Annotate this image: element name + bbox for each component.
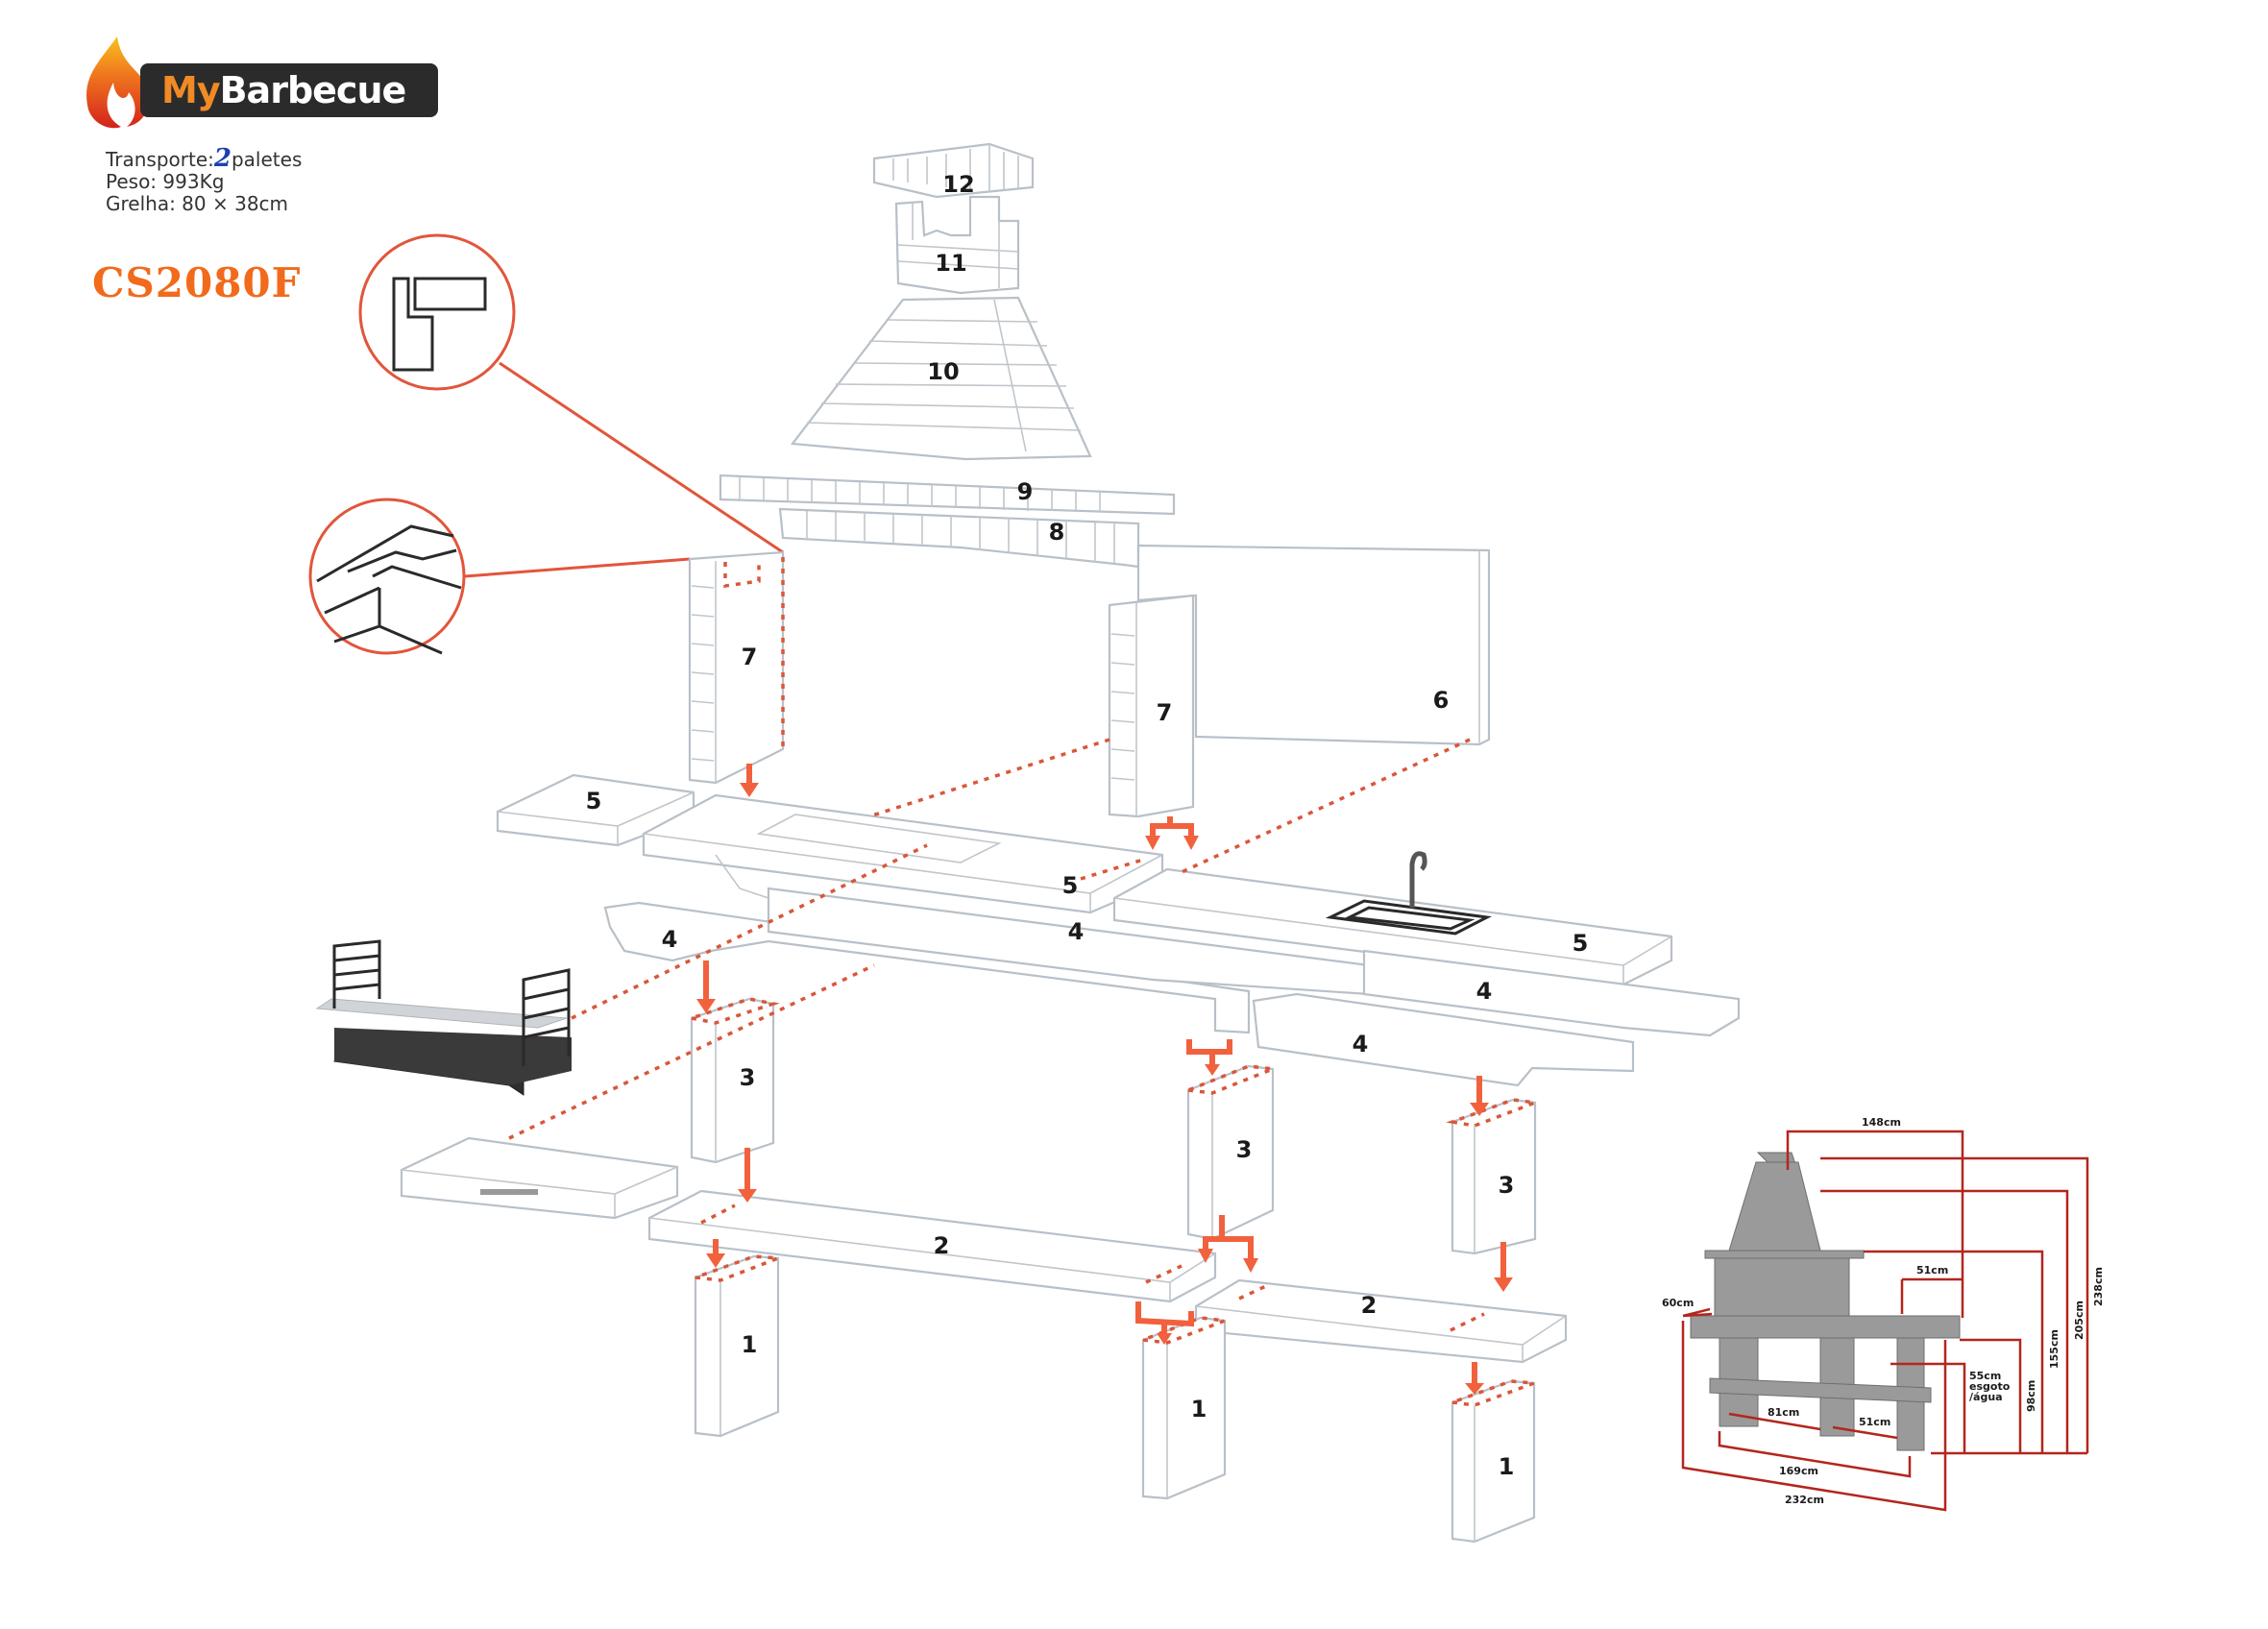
dimension-diagram: 148cm 51cm 60cm 81cm 51cm 169cm 232cm 55… xyxy=(1662,1116,2105,1512)
part-3-column-left: 3 xyxy=(685,997,780,1164)
transport-value: 2 xyxy=(213,144,232,173)
part-4-beam-center: 4 xyxy=(767,887,1371,996)
transport-spec: Transporte:2paletes xyxy=(106,146,303,171)
dim-hood-base-height: 155cm xyxy=(2048,1329,2061,1369)
label-1-center: 1 xyxy=(1191,1396,1207,1422)
label-5-left: 5 xyxy=(586,788,602,814)
dim-inner-left: 81cm xyxy=(1768,1406,1799,1419)
dim-hood-height: 205cm xyxy=(2073,1301,2085,1340)
dim-inner-right: 51cm xyxy=(1859,1416,1890,1428)
dim-top-width: 148cm xyxy=(1862,1116,1901,1129)
label-2-right: 2 xyxy=(1361,1292,1378,1319)
part-4-beam-lower: 4 xyxy=(1252,992,1635,1087)
weight-spec: Peso: 993Kg xyxy=(106,170,225,193)
label-3-left: 3 xyxy=(740,1064,756,1091)
part-9-lintel-top: 9 xyxy=(719,474,1176,516)
dim-drain-label-1: esgoto xyxy=(1969,1380,2011,1393)
dim-drain-height: 55cm xyxy=(1969,1370,2001,1382)
part-10-hood: 10 xyxy=(790,296,1092,461)
part-3-column-center: 3 xyxy=(1186,1064,1275,1241)
part-1-leg-left: 1 xyxy=(694,1254,780,1438)
ash-tray-accessory xyxy=(400,1136,679,1220)
part-7-right-column: 7 xyxy=(1108,594,1195,818)
label-1-left: 1 xyxy=(742,1331,758,1358)
part-7-left-column: 7 xyxy=(688,550,785,785)
label-11: 11 xyxy=(935,250,966,277)
part-6-back-wall: 6 xyxy=(1136,544,1491,746)
label-3-center: 3 xyxy=(1236,1136,1253,1163)
specs-block: Transporte:2paletes Peso: 993Kg Grelha: … xyxy=(106,146,303,215)
part-8-arch-lintel: 8 xyxy=(778,507,1140,569)
part-3-column-right: 3 xyxy=(1446,1098,1537,1255)
part-2-shelf-left: 2 xyxy=(647,1189,1217,1303)
label-7-right: 7 xyxy=(1157,699,1173,726)
logo-barbecue: Barbecue xyxy=(219,69,407,111)
callout-l-joint xyxy=(358,233,784,554)
part-2-shelf-right: 2 xyxy=(1194,1278,1568,1364)
sink-icon xyxy=(1325,851,1492,936)
logo-my: My xyxy=(161,69,221,111)
dim-depth: 60cm xyxy=(1662,1297,1694,1309)
dim-drain-label-2: /água xyxy=(1969,1391,2003,1403)
label-4-center: 4 xyxy=(1068,918,1085,945)
label-6: 6 xyxy=(1433,687,1450,714)
label-4-left: 4 xyxy=(662,926,678,953)
part-5-sink-counter: 5 xyxy=(1112,851,1673,986)
label-2-left: 2 xyxy=(934,1232,950,1259)
model-code: CS2080F xyxy=(92,259,302,306)
label-12: 12 xyxy=(942,171,974,198)
part-5-grill-counter: 5 xyxy=(642,793,1164,914)
label-3-right: 3 xyxy=(1499,1172,1515,1199)
logo-text: MyBarbecue xyxy=(161,69,407,111)
grill-spec: Grelha: 80 × 38cm xyxy=(106,192,289,215)
assembly-arrows xyxy=(696,764,1513,1395)
part-5-left-slab: 5 xyxy=(496,773,695,847)
flame-icon xyxy=(86,36,150,129)
callout-slot-joint xyxy=(308,498,691,655)
logo-bar xyxy=(140,63,438,117)
label-4-lower: 4 xyxy=(1353,1031,1369,1058)
brand-logo: MyBarbecue xyxy=(77,35,442,131)
grill-rack-accessory xyxy=(315,939,572,1096)
transport-label: Transporte: xyxy=(106,148,214,171)
part-12-chimney-cap: 12 xyxy=(872,142,1035,199)
part-4-beam-right: 4 xyxy=(1362,949,1741,1037)
label-9: 9 xyxy=(1017,478,1034,505)
dim-sink-offset: 51cm xyxy=(1916,1264,1948,1276)
label-8: 8 xyxy=(1049,519,1065,546)
label-4-right: 4 xyxy=(1476,978,1493,1005)
label-5-right: 5 xyxy=(1573,930,1589,957)
dim-counter-height: 98cm xyxy=(2025,1380,2037,1412)
label-10: 10 xyxy=(927,358,959,385)
transport-unit: paletes xyxy=(231,148,303,171)
part-11-chimney-body: 11 xyxy=(894,195,1020,295)
part-1-leg-right: 1 xyxy=(1451,1379,1536,1544)
assembly-guide-lines xyxy=(508,738,1471,1140)
label-1-right: 1 xyxy=(1499,1453,1515,1480)
label-7-left: 7 xyxy=(742,644,758,670)
part-1-leg-center: 1 xyxy=(1141,1316,1227,1500)
label-5-center: 5 xyxy=(1062,872,1079,899)
dim-base-width: 169cm xyxy=(1779,1465,1818,1477)
dim-total-height: 238cm xyxy=(2092,1267,2105,1306)
dim-total-width: 232cm xyxy=(1785,1494,1824,1506)
